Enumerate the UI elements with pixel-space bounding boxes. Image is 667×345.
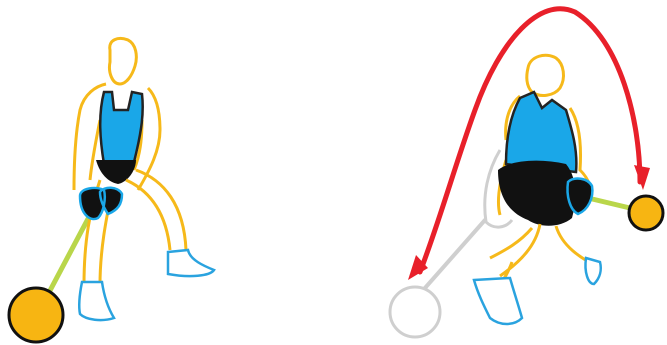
- weight-ball-icon: [9, 288, 63, 342]
- shorts: [498, 161, 575, 226]
- weight-ball-icon: [629, 196, 663, 230]
- shirt: [100, 92, 143, 164]
- right-shoe-icon: [585, 258, 600, 284]
- left-shoe-icon: [79, 282, 114, 320]
- left-shoe-icon: [474, 278, 522, 324]
- cable: [588, 198, 630, 208]
- ghost-weight-ball-icon: [390, 287, 440, 337]
- head-outline: [109, 38, 136, 84]
- shirt: [506, 92, 576, 172]
- arrowhead-right: [634, 165, 650, 190]
- right-shoe-icon: [168, 250, 214, 276]
- swing-position-panel: [390, 9, 663, 337]
- start-position-panel: [9, 38, 214, 342]
- head-outline: [527, 55, 564, 95]
